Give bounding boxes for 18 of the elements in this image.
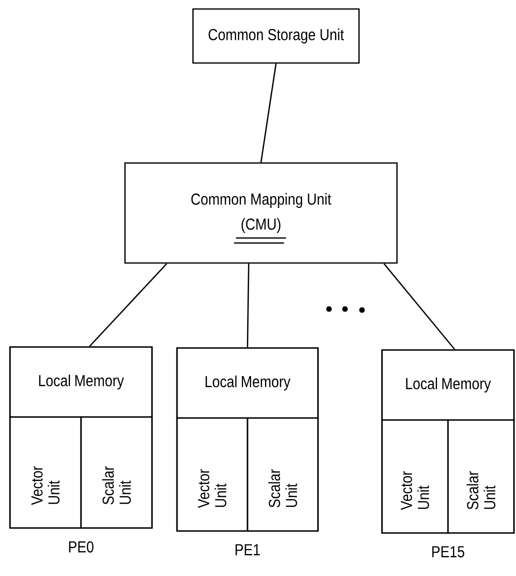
unit-box: Scalar Unit [447,419,515,534]
memory-box: Local Memory [176,347,319,419]
unit-box: Common Mapping Unit (CMU) [124,162,398,264]
box-label: PE1 [236,544,260,556]
box-label: PE0 [69,541,94,553]
unit-box: Scalar Unit [80,416,153,529]
unit-box: Vector Unit [9,416,82,529]
connector-line [246,264,250,348]
connector-line [89,263,168,347]
unit-box: Vector Unit [381,419,449,534]
unit-box: Scalar Unit [246,417,319,532]
unit-box: Common Storage Unit [192,8,360,64]
memory-box: Local Memory [381,349,515,421]
box-label: PE15 [432,546,464,558]
connector-line [383,263,456,350]
connector-line [260,64,277,162]
unit-box: Vector Unit [176,417,248,532]
memory-box: Local Memory [9,346,153,418]
